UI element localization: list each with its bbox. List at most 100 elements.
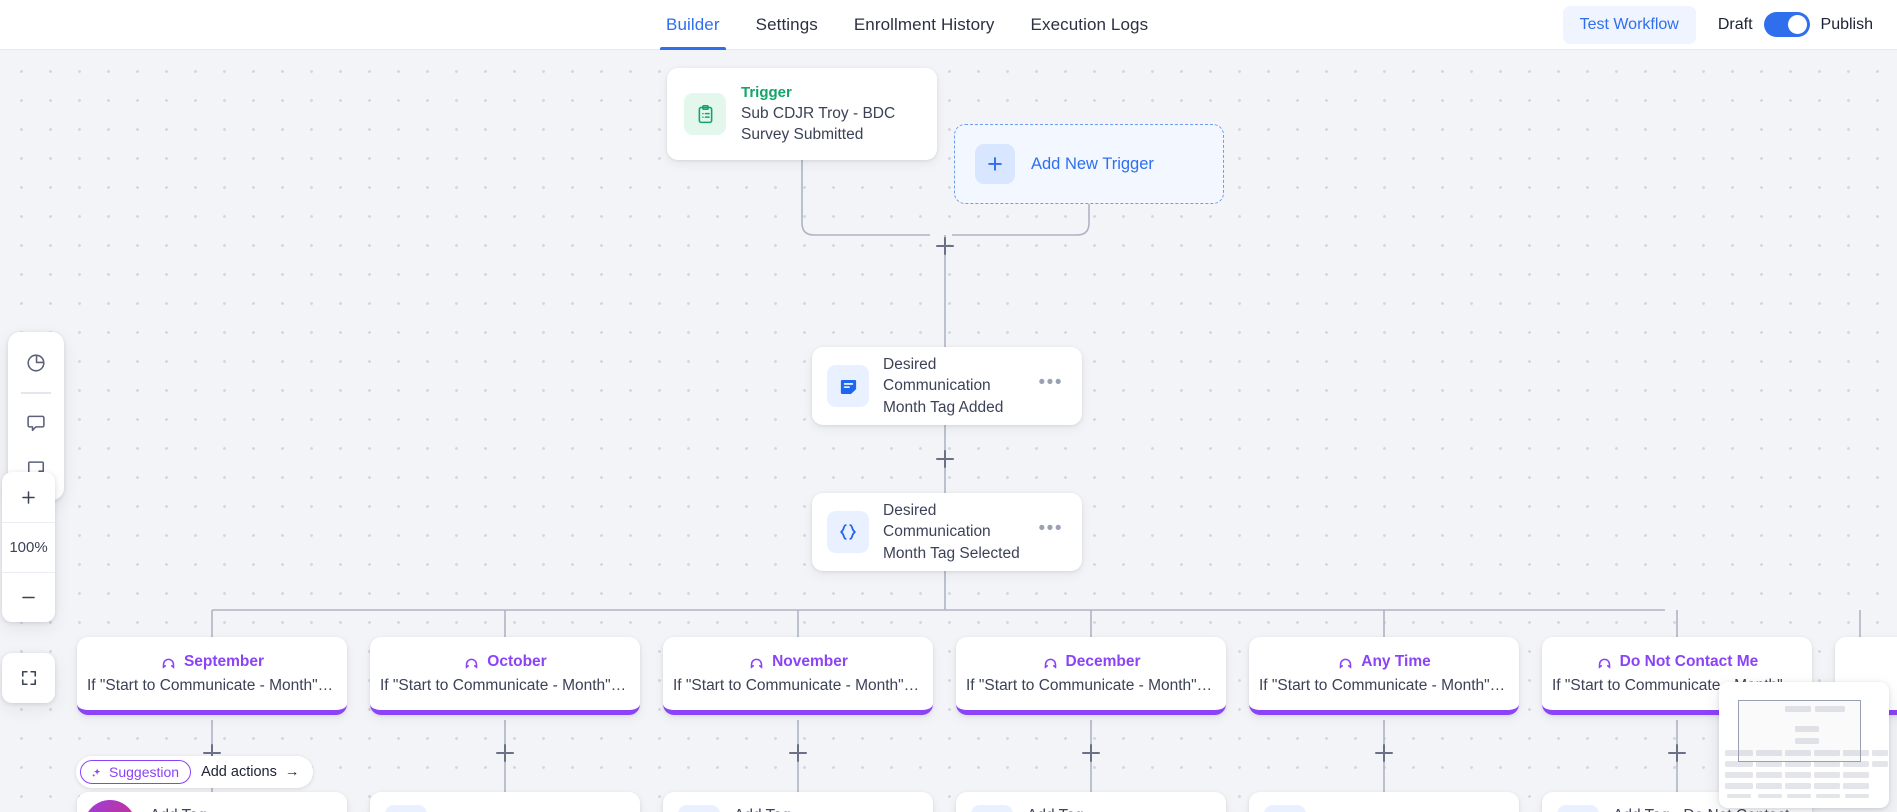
- add-step-handle-branch-2[interactable]: [496, 744, 514, 762]
- trigger-kicker: Trigger: [741, 83, 792, 101]
- branch-icon: [1044, 658, 1056, 669]
- action-card-add-tag-do-not-contact-me-label: Add Tag - Do Not Contact Me: [1613, 806, 1797, 812]
- zoom-level-label[interactable]: 100%: [2, 522, 55, 572]
- action-card-add-tag-december-label: Add Tag - December: [1027, 806, 1165, 812]
- tag-icon: [1264, 805, 1306, 812]
- publish-label: Publish: [1820, 15, 1873, 33]
- top-bar: Builder Settings Enrollment History Exec…: [0, 0, 1897, 50]
- add-new-trigger-button[interactable]: + Add New Trigger: [954, 124, 1224, 204]
- action-card-add-tag-any-time[interactable]: Add Tag - Any Time •••: [1249, 792, 1519, 812]
- action-node-tag-selected-menu[interactable]: •••: [1038, 518, 1063, 539]
- action-card-add-tag-november-label: Add Tag - November: [734, 806, 872, 812]
- action-node-tag-selected[interactable]: Desired Communication Month Tag Selected…: [812, 493, 1082, 571]
- branch-card-october[interactable]: October If "Start to Communicate - Month…: [370, 637, 640, 715]
- zoom-out-button[interactable]: [2, 572, 55, 622]
- tab-builder[interactable]: Builder: [648, 0, 738, 50]
- branch-card-november-condition: If "Start to Communicate - Month" is ...: [673, 676, 923, 694]
- branch-icon: [1598, 658, 1610, 669]
- add-actions-button[interactable]: Add actions →: [201, 764, 299, 780]
- add-step-handle-middle[interactable]: [936, 450, 954, 468]
- branch-card-september-condition: If "Start to Communicate - Month" is ...: [87, 676, 337, 694]
- suggestion-bar: Suggestion Add actions →: [76, 756, 314, 788]
- branch-card-september-name: September: [183, 652, 265, 670]
- branch-card-december-condition: If "Start to Communicate - Month" is ...: [966, 676, 1216, 694]
- branch-card-any-time-condition: If "Start to Communicate - Month" is ...: [1259, 676, 1509, 694]
- branch-card-september[interactable]: September If "Start to Communicate - Mon…: [77, 637, 347, 715]
- tag-icon: [678, 805, 720, 812]
- branch-icon: [466, 658, 478, 669]
- branch-card-any-time-name: Any Time: [1361, 652, 1431, 670]
- comment-icon[interactable]: [19, 406, 53, 440]
- branch-card-do-not-contact-me-name: Do Not Contact Me: [1619, 652, 1759, 670]
- action-node-tag-added-menu[interactable]: •••: [1038, 372, 1063, 393]
- note-edit-icon: [827, 365, 869, 407]
- action-card-add-tag-october[interactable]: Add Tag - October •••: [370, 792, 640, 812]
- nav-tabs: Builder Settings Enrollment History Exec…: [648, 0, 1166, 50]
- minimap-viewport[interactable]: [1738, 700, 1861, 762]
- trigger-title: Sub CDJR Troy - BDC Survey Submitted: [741, 105, 896, 144]
- branch-card-september-head: September: [160, 653, 264, 671]
- branch-card-do-not-contact-me[interactable]: Do Not Contact Me If "Start to Communica…: [1542, 637, 1812, 715]
- add-step-handle-branch-3[interactable]: [789, 744, 807, 762]
- arrow-right-icon: →: [284, 764, 300, 780]
- add-step-handle-branch-4[interactable]: [1082, 744, 1100, 762]
- sparkle-icon: [92, 767, 101, 777]
- branch-card-december-name: December: [1065, 652, 1141, 670]
- minimap[interactable]: [1719, 682, 1889, 808]
- branch-icon: [1340, 658, 1352, 669]
- suggestion-pill-label: Suggestion: [109, 764, 180, 780]
- branch-card-november-head: November: [748, 653, 848, 671]
- action-node-tag-added[interactable]: Desired Communication Month Tag Added ••…: [812, 347, 1082, 425]
- publish-toggle-group: Draft Publish: [1718, 12, 1873, 37]
- tab-execution-logs[interactable]: Execution Logs: [1013, 0, 1167, 50]
- branch-icon: [750, 658, 763, 669]
- tab-builder-label: Builder: [666, 14, 720, 34]
- code-braces-icon: [827, 511, 869, 553]
- branch-card-do-not-contact-me-head: Do Not Contact Me: [1596, 652, 1759, 671]
- add-step-handle-branch-6[interactable]: [1668, 744, 1686, 762]
- trigger-node[interactable]: Trigger Sub CDJR Troy - BDC Survey Submi…: [667, 68, 937, 160]
- suggestion-pill[interactable]: Suggestion: [80, 760, 192, 784]
- add-step-handle-top[interactable]: [936, 237, 954, 255]
- branch-card-december[interactable]: December If "Start to Communicate - Mont…: [956, 637, 1226, 715]
- action-card-add-tag-september[interactable]: Add Tag - September •••: [77, 792, 347, 812]
- trigger-node-text: Trigger Sub CDJR Troy - BDC Survey Submi…: [741, 83, 920, 145]
- add-step-handle-branch-5[interactable]: [1375, 744, 1393, 762]
- action-card-add-tag-november[interactable]: Add Tag - November •••: [663, 792, 933, 812]
- branch-icon: [162, 658, 175, 669]
- action-node-tag-selected-title: Desired Communication Month Tag Selected: [883, 502, 1020, 562]
- branch-card-october-head: October: [463, 652, 547, 671]
- add-new-trigger-label: Add New Trigger: [1031, 154, 1154, 173]
- action-card-add-tag-december[interactable]: Add Tag - December •••: [956, 792, 1226, 812]
- tool-divider: [21, 392, 51, 394]
- tag-icon: [385, 805, 427, 812]
- branch-card-november-name: November: [772, 652, 848, 670]
- tag-icon: [1557, 805, 1599, 812]
- zoom-in-button[interactable]: [2, 472, 55, 522]
- action-node-tag-added-text: Desired Communication Month Tag Added: [883, 354, 1021, 417]
- tag-icon: [971, 805, 1013, 812]
- test-workflow-button[interactable]: Test Workflow: [1562, 5, 1696, 44]
- clipboard-icon: [684, 93, 726, 135]
- tab-settings[interactable]: Settings: [738, 0, 836, 50]
- add-actions-label: Add actions: [201, 764, 277, 780]
- tab-enrollment-history[interactable]: Enrollment History: [836, 0, 1013, 50]
- branch-card-any-time[interactable]: Any Time If "Start to Communicate - Mont…: [1249, 637, 1519, 715]
- publish-toggle[interactable]: [1763, 12, 1810, 37]
- branch-card-october-name: October: [487, 652, 547, 670]
- add-step-handle-branch-1[interactable]: [203, 744, 221, 762]
- top-bar-actions: Test Workflow Draft Publish: [1562, 5, 1897, 44]
- workflow-canvas[interactable]: Trigger Sub CDJR Troy - BDC Survey Submi…: [0, 50, 1897, 812]
- zoom-controls: 100%: [2, 472, 55, 622]
- fit-to-screen-button[interactable]: [2, 653, 55, 703]
- plus-icon: +: [975, 144, 1015, 184]
- analytics-icon[interactable]: [19, 346, 53, 380]
- sparkle-icon: [84, 800, 136, 812]
- tab-enrollment-history-label: Enrollment History: [853, 14, 995, 34]
- branch-card-december-head: December: [1042, 652, 1141, 671]
- action-node-tag-added-title: Desired Communication Month Tag Added: [883, 356, 1004, 416]
- branch-card-november[interactable]: November If "Start to Communicate - Mont…: [663, 637, 933, 715]
- action-card-add-tag-september-label: Add Tag - September: [150, 806, 286, 812]
- branch-card-october-condition: If "Start to Communicate - Month" is ...: [380, 676, 630, 694]
- draft-label: Draft: [1717, 15, 1753, 33]
